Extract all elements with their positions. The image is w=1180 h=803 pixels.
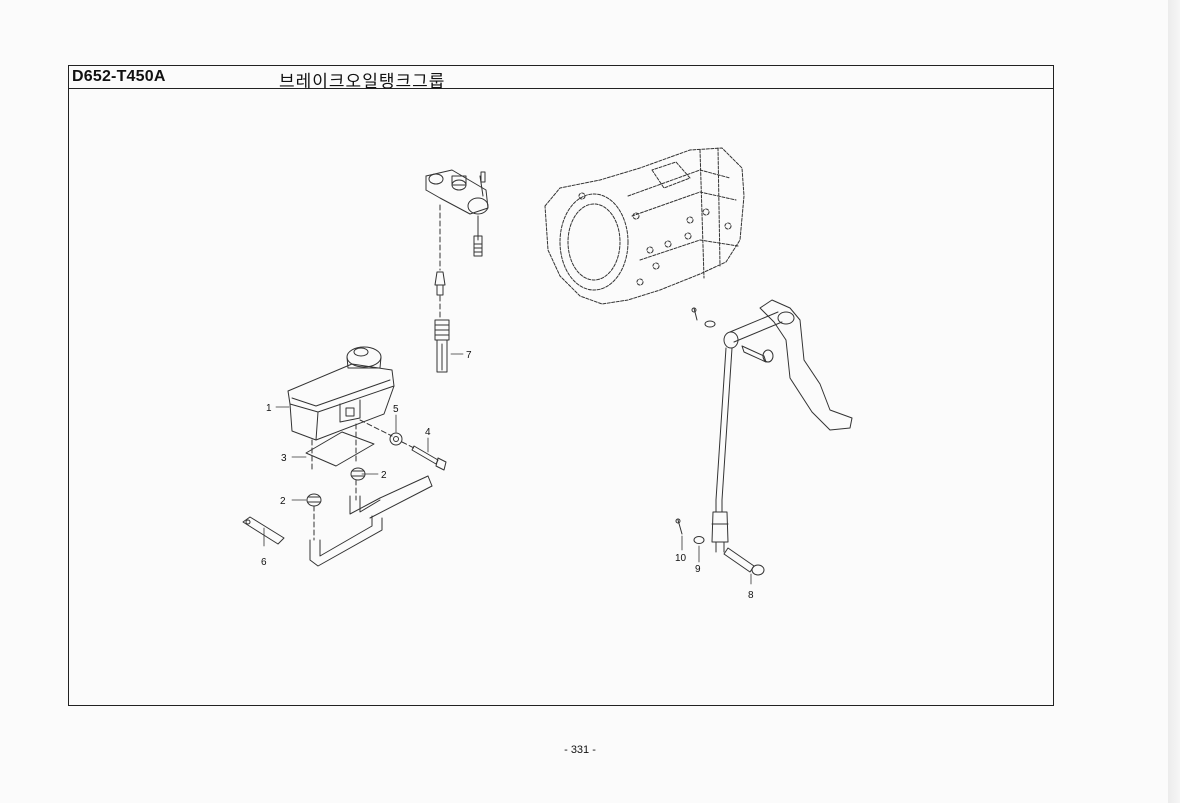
part-5-washer: [389, 432, 403, 446]
part-4-bolt: [411, 445, 447, 471]
callout-7: 7: [466, 350, 472, 361]
callout-6: 6: [261, 557, 267, 568]
callout-8: 8: [748, 590, 754, 601]
callout-3: 3: [281, 453, 287, 464]
title-block: D652-T450A 브레이크오일탱크그룹: [69, 66, 1053, 92]
assembly-line: [401, 441, 415, 449]
part-3-plate: [305, 431, 375, 467]
callout-4: 4: [425, 427, 431, 438]
part-8-clevis-pin: [723, 547, 765, 576]
callout-9: 9: [695, 564, 701, 575]
leader-lines: [263, 353, 752, 585]
callout-labels: 1 2 2 3 4 5 6 7 8 9 10: [261, 350, 754, 601]
pedal-arm: [729, 299, 853, 431]
callout-2-upper: 2: [381, 470, 387, 481]
part-1-brake-oil-tank: [287, 346, 395, 441]
push-rod-fitting: [434, 271, 446, 296]
model-code: D652-T450A: [72, 68, 166, 85]
assembly-line: [313, 479, 357, 541]
return-hose: [309, 475, 433, 567]
callout-10: 10: [675, 553, 687, 564]
push-rod: [715, 331, 739, 513]
page-edge: [1168, 0, 1180, 803]
part-9-washer: [693, 536, 705, 544]
linkage-pin-top: [691, 307, 774, 363]
page-number: - 331 -: [564, 744, 596, 756]
callout-1: 1: [266, 403, 272, 414]
clevis: [711, 511, 729, 553]
group-title: 브레이크오일탱크그룹: [279, 72, 446, 92]
transmission-housing: [544, 147, 745, 305]
assembly-line: [359, 419, 393, 437]
master-cylinder: [425, 169, 489, 257]
assembly-line: [311, 423, 357, 471]
part-7-hose: [434, 319, 450, 373]
callout-2-lower: 2: [280, 496, 286, 507]
part-10-split-pin: [675, 518, 683, 535]
part-6-bracket: [242, 516, 285, 545]
callout-5: 5: [393, 404, 399, 415]
diagram-frame: D652-T450A 브레이크오일탱크그룹: [68, 65, 1054, 706]
